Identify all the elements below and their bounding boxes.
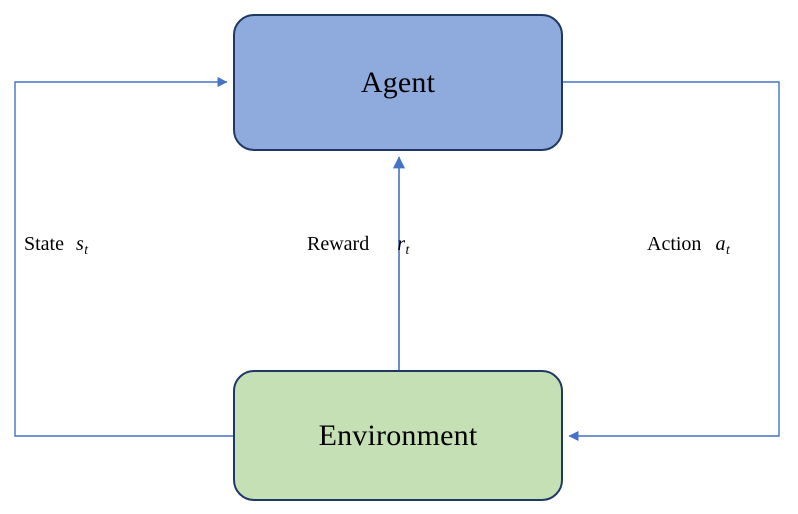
edge-label-state-subscript: t xyxy=(84,242,89,258)
edge-label-reward-variable: rt xyxy=(397,233,410,258)
edge-label-action-variable: at xyxy=(715,233,730,258)
edge-label-reward-subscript: t xyxy=(405,242,410,258)
environment-node-label: Environment xyxy=(318,418,478,452)
edge-label-action-text: Action xyxy=(647,233,702,255)
edge-state-connector xyxy=(14,76,233,437)
edge-label-action-subscript: t xyxy=(725,242,730,258)
edge-label-state-variable: st xyxy=(76,233,89,258)
agent-node-label: Agent xyxy=(360,65,436,99)
edge-label-action: Action at xyxy=(647,233,730,258)
edge-action-connector xyxy=(563,81,780,442)
edge-label-reward-text: Reward xyxy=(307,233,370,255)
edge-label-state-text: State xyxy=(24,233,64,255)
edge-label-reward: Reward rt xyxy=(307,233,410,258)
agent-node[interactable]: Agent xyxy=(233,14,563,151)
environment-node[interactable]: Environment xyxy=(233,370,563,501)
